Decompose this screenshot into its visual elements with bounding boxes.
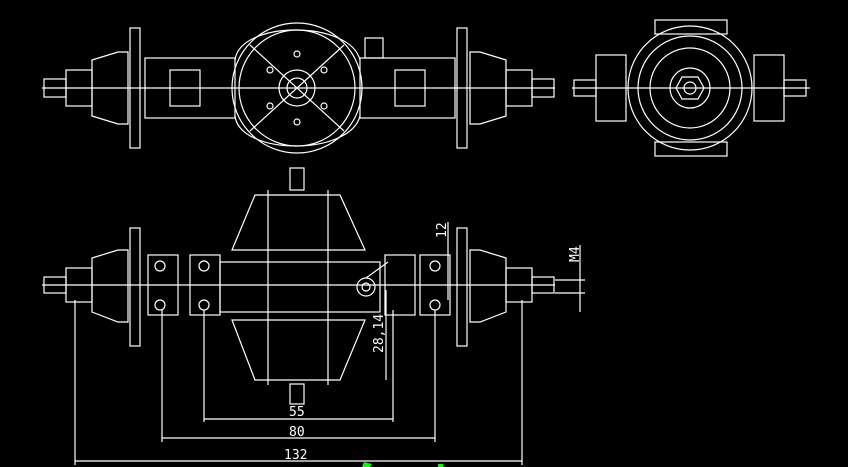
top-view-axle <box>42 22 555 154</box>
cursor-fragment <box>362 462 372 467</box>
dimension-m4 <box>555 245 585 312</box>
dimension-132 <box>74 300 523 465</box>
dimension-80-label: 80 <box>289 425 305 440</box>
dimension-m4-label: M4 <box>568 246 583 262</box>
dimension-55 <box>203 310 394 422</box>
dimension-132-label: 132 <box>284 448 307 463</box>
dimension-55-label: 55 <box>289 405 305 420</box>
front-view-axle <box>42 167 555 405</box>
cursor-fragment-2 <box>438 464 443 467</box>
end-view-axle <box>572 19 810 157</box>
dimension-80 <box>161 310 436 442</box>
dimension-12-label: 12 <box>435 222 450 238</box>
dimension-2814-label: 28,14 <box>372 314 387 353</box>
